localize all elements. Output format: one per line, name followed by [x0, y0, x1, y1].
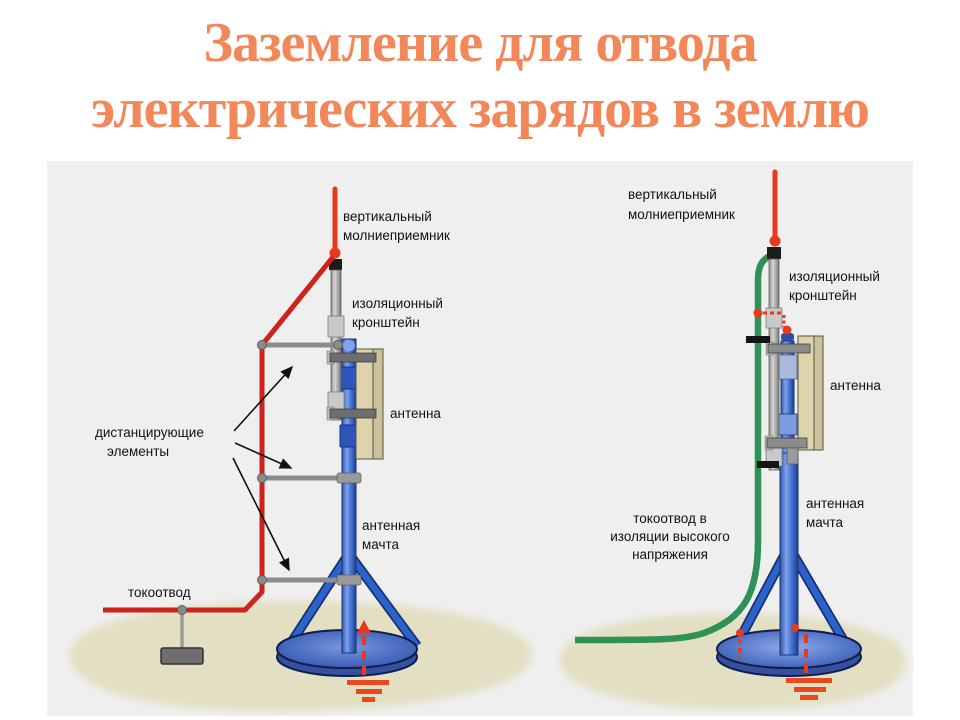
mast-tripod — [284, 555, 422, 649]
antenna-segment-upper — [339, 366, 359, 390]
bracket-cap — [329, 259, 342, 270]
clamp-connector — [786, 447, 799, 465]
bracket-insulator-upper — [327, 315, 345, 338]
label-bracket-l1: изоляционный — [789, 269, 880, 284]
current-dot-center — [791, 624, 799, 632]
antenna-clamp-lower — [766, 437, 808, 449]
ground-symbol-bar-1 — [347, 680, 389, 685]
label-antenna: антенна — [830, 378, 881, 393]
title-line-2: электрических зарядов в землю — [91, 78, 870, 140]
grounding-diagram: вертикальный молниеприемник изоляционный… — [47, 161, 913, 716]
current-path-left — [347, 620, 389, 702]
ground-symbol-bar-3 — [800, 695, 818, 700]
antenna-mast-pole — [779, 444, 799, 656]
mast-top-cap — [343, 340, 355, 351]
bracket-cap — [767, 247, 781, 259]
label-mast-l1: антенная — [362, 518, 420, 533]
label-insulated-conductor-l2: изоляции высокого — [610, 529, 730, 544]
tripod-leg-right-fill — [349, 556, 420, 648]
bracket-insulator-upper — [765, 307, 783, 329]
wire-joint-dot-2 — [257, 473, 267, 483]
spark-gap-dot-left — [753, 308, 763, 318]
antenna-clamp-upper — [329, 352, 377, 363]
ground-anchor-dot — [177, 605, 187, 615]
ground-symbol-bar-2 — [794, 687, 826, 692]
down-conductor-wire — [103, 255, 335, 613]
lightning-rod-junction-dot — [329, 247, 341, 259]
antenna-clamp-lower — [329, 408, 377, 419]
spark-gap-dot-antenna — [782, 325, 792, 335]
ground-anchor-block — [160, 647, 204, 665]
antenna-segment-mid — [777, 413, 798, 436]
lightning-rod-junction-dot — [769, 235, 781, 247]
page-title: Заземление для отвода электрических заря… — [0, 10, 960, 142]
cable-tie-lower — [757, 461, 779, 468]
current-path-right — [736, 624, 832, 700]
tripod-leg-left-fill — [286, 556, 349, 648]
title-line-1: Заземление для отвода — [203, 12, 757, 74]
label-lightning-rod-l2: молниеприемник — [628, 207, 735, 222]
antenna-panel — [355, 348, 384, 460]
antenna-panel-side — [372, 348, 384, 460]
label-antenna: антенна — [390, 406, 441, 421]
label-mast-l1: антенная — [806, 496, 864, 511]
label-lightning-rod-l2: молниеприемник — [343, 228, 450, 243]
antenna-segment-lower — [339, 424, 359, 448]
label-insulated-conductor-l3: напряжения — [632, 547, 708, 562]
antenna-cap — [781, 333, 794, 341]
wire-joint-dot-3 — [257, 575, 267, 585]
ground-symbol-bar-3 — [362, 697, 375, 702]
tripod-leg-right-fill — [789, 550, 851, 650]
label-insulated-conductor-l1: токоотвод в — [633, 511, 707, 526]
antenna-panel-front — [355, 348, 374, 460]
antenna-segment-light — [777, 354, 798, 380]
pointer-arrows — [232, 365, 294, 572]
ground-symbol-bar-2 — [356, 689, 382, 694]
bracket-rod — [768, 258, 780, 471]
insulated-down-conductor-wire — [574, 253, 772, 644]
spark-gap — [753, 308, 792, 335]
pointer-arrow-1 — [233, 365, 294, 432]
wire-joint-dot-1b — [333, 340, 343, 350]
antenna-right — [777, 333, 798, 454]
cable-tie-upper — [746, 336, 770, 343]
label-lightning-rod-l1: вертикальный — [343, 209, 432, 224]
ground-symbol-bar-1 — [786, 678, 832, 683]
label-down-conductor: токоотвод — [128, 585, 191, 600]
antenna-panel-side — [813, 335, 824, 451]
current-arrow — [357, 620, 371, 633]
left-diagram: вертикальный молниеприемник изоляционный… — [95, 186, 450, 702]
spacer-rods — [257, 340, 362, 586]
label-spacers-l1: дистанцирующие — [95, 425, 204, 440]
current-dot-left — [736, 629, 744, 637]
pointer-arrow-3 — [232, 457, 290, 572]
pointer-arrow-2 — [234, 442, 293, 469]
spacer-clamp-2 — [336, 472, 362, 484]
label-mast-l2: мачта — [362, 537, 400, 552]
mast-base-right — [716, 629, 862, 677]
antenna-panel — [797, 335, 824, 451]
spacer-clamp-3 — [336, 574, 362, 586]
label-lightning-rod-l1: вертикальный — [628, 187, 717, 202]
label-mast-l2: мачта — [806, 515, 844, 530]
right-diagram: вертикальный молниеприемник изоляционный… — [574, 169, 881, 700]
label-bracket-l2: кронштейн — [789, 288, 857, 303]
antenna-clamp-upper — [767, 343, 811, 354]
label-spacers-l2: элементы — [107, 444, 169, 459]
wire-joint-dot-1 — [257, 340, 267, 350]
label-bracket-l2: кронштейн — [352, 315, 420, 330]
label-bracket-l1: изоляционный — [352, 296, 443, 311]
ground-anchor — [160, 605, 204, 665]
